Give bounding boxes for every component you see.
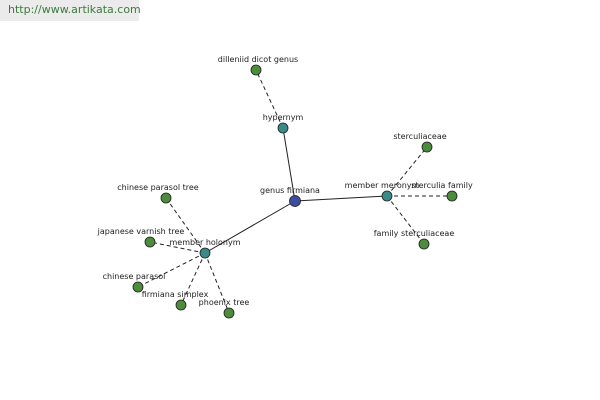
edge-center-holonym	[204, 200, 296, 254]
leaf-node[interactable]	[144, 236, 156, 248]
edge-holonym-leaf-8	[204, 252, 230, 314]
center-node[interactable]	[289, 195, 301, 207]
edge-hypernym-leaf-0	[255, 69, 284, 129]
edge-meronym-leaf-3	[386, 195, 425, 245]
leaf-node[interactable]	[175, 299, 187, 311]
leaf-label[interactable]: dilleniid dicot genus	[218, 55, 298, 64]
edge-holonym-leaf-5	[149, 241, 206, 254]
leaf-label[interactable]: chinese parasol tree	[117, 183, 198, 192]
relation-label-hypernym[interactable]: hypernym	[263, 113, 304, 122]
edge-holonym-leaf-6	[137, 252, 206, 288]
leaf-node[interactable]	[418, 238, 430, 250]
edge-center-meronym	[294, 195, 388, 202]
leaf-label[interactable]: firmiana simplex	[142, 290, 209, 299]
leaf-label[interactable]: japanese varnish tree	[97, 227, 185, 236]
leaf-node[interactable]	[446, 190, 458, 202]
edge-meronym-leaf-1	[386, 146, 428, 197]
relation-node-hypernym[interactable]	[277, 122, 289, 134]
center-label[interactable]: genus firmiana	[260, 186, 320, 195]
relation-label-holonym[interactable]: member holonym	[169, 238, 240, 247]
leaf-label[interactable]: phoenix tree	[199, 298, 250, 307]
leaf-label[interactable]: family sterculiaceae	[374, 229, 455, 238]
relation-node-meronym[interactable]	[381, 190, 393, 202]
relation-label-meronym[interactable]: member meronym	[345, 181, 420, 190]
leaf-node[interactable]	[160, 192, 172, 204]
leaf-label[interactable]: sterculiaceae	[393, 132, 446, 141]
site-url[interactable]: http://www.artikata.com	[0, 0, 141, 21]
edge-holonym-leaf-4	[165, 197, 206, 254]
relation-node-holonym[interactable]	[199, 247, 211, 259]
leaf-label[interactable]: chinese parasol	[103, 272, 166, 281]
edge-center-hypernym	[282, 127, 296, 202]
edge-holonym-leaf-7	[180, 252, 206, 306]
leaf-node[interactable]	[223, 307, 235, 319]
leaf-node[interactable]	[421, 141, 433, 153]
leaf-node[interactable]	[132, 281, 144, 293]
leaf-label[interactable]: sterculia family	[411, 181, 473, 190]
leaf-node[interactable]	[250, 64, 262, 76]
